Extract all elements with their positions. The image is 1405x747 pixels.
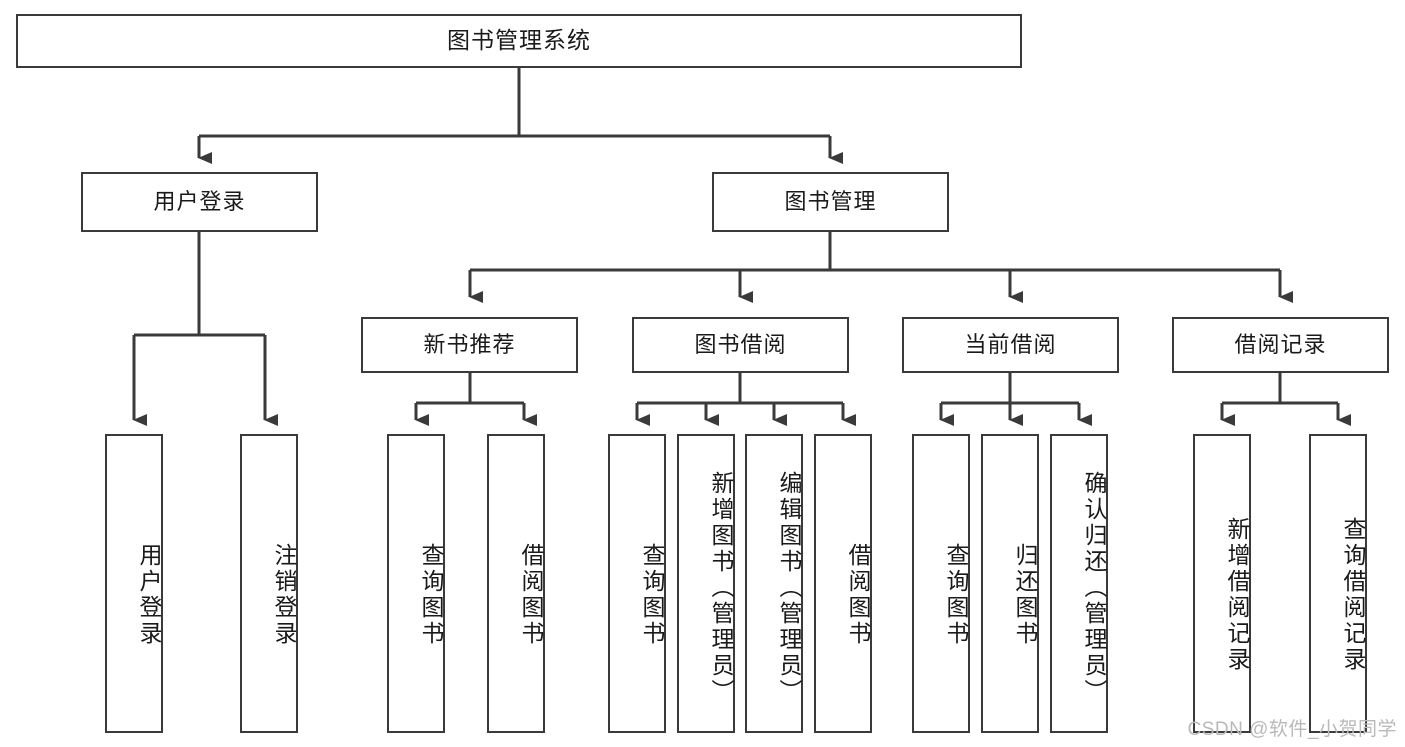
node-label: 编辑图书（管理员） <box>776 470 802 705</box>
node-label: 查询图书 <box>639 542 665 647</box>
leaf-new-book-borrow[interactable]: 借阅图书 <box>487 434 545 733</box>
node-label: 当前借阅 <box>964 331 1057 357</box>
node-label: 注销登录 <box>271 542 297 647</box>
leaf-book-borrow-add[interactable]: 新增图书（管理员） <box>677 434 735 733</box>
node-label: 新书推荐 <box>423 331 516 357</box>
leaf-user-login-signin[interactable]: 用户登录 <box>105 434 163 733</box>
node-label: 借阅图书 <box>845 542 871 647</box>
node-label: 借阅记录 <box>1234 331 1327 357</box>
node-root-system[interactable]: 图书管理系统 <box>16 14 1022 68</box>
leaf-user-login-signout[interactable]: 注销登录 <box>240 434 298 733</box>
leaf-current-borrow-return[interactable]: 归还图书 <box>981 434 1039 733</box>
leaf-borrow-record-query[interactable]: 查询借阅记录 <box>1309 434 1367 733</box>
leaf-book-borrow-query[interactable]: 查询图书 <box>608 434 666 733</box>
leaf-current-borrow-query[interactable]: 查询图书 <box>912 434 970 733</box>
node-label: 确认归还（管理员） <box>1081 470 1107 705</box>
leaf-borrow-record-add[interactable]: 新增借阅记录 <box>1193 434 1251 733</box>
node-new-book-recommend[interactable]: 新书推荐 <box>361 317 578 373</box>
leaf-book-borrow-lend[interactable]: 借阅图书 <box>814 434 872 733</box>
node-book-borrow[interactable]: 图书借阅 <box>632 317 849 373</box>
node-label: 新增借阅记录 <box>1224 516 1250 673</box>
node-label: 用户登录 <box>153 188 246 214</box>
node-borrow-record[interactable]: 借阅记录 <box>1172 317 1389 373</box>
leaf-current-borrow-confirm[interactable]: 确认归还（管理员） <box>1050 434 1108 733</box>
node-label: 查询借阅记录 <box>1340 516 1366 673</box>
node-label: 图书管理 <box>784 188 877 214</box>
node-label: 查询图书 <box>943 542 969 647</box>
leaf-book-borrow-edit[interactable]: 编辑图书（管理员） <box>745 434 803 733</box>
node-label: 新增图书（管理员） <box>708 470 734 705</box>
node-label: 借阅图书 <box>518 542 544 647</box>
node-user-login[interactable]: 用户登录 <box>81 172 318 232</box>
node-label: 用户登录 <box>136 542 162 647</box>
node-label: 归还图书 <box>1012 542 1038 647</box>
leaf-new-book-query[interactable]: 查询图书 <box>387 434 445 733</box>
node-book-management[interactable]: 图书管理 <box>712 172 949 232</box>
node-label: 图书借阅 <box>694 331 787 357</box>
node-label: 图书管理系统 <box>447 27 591 54</box>
node-label: 查询图书 <box>418 542 444 647</box>
node-current-borrow[interactable]: 当前借阅 <box>902 317 1119 373</box>
